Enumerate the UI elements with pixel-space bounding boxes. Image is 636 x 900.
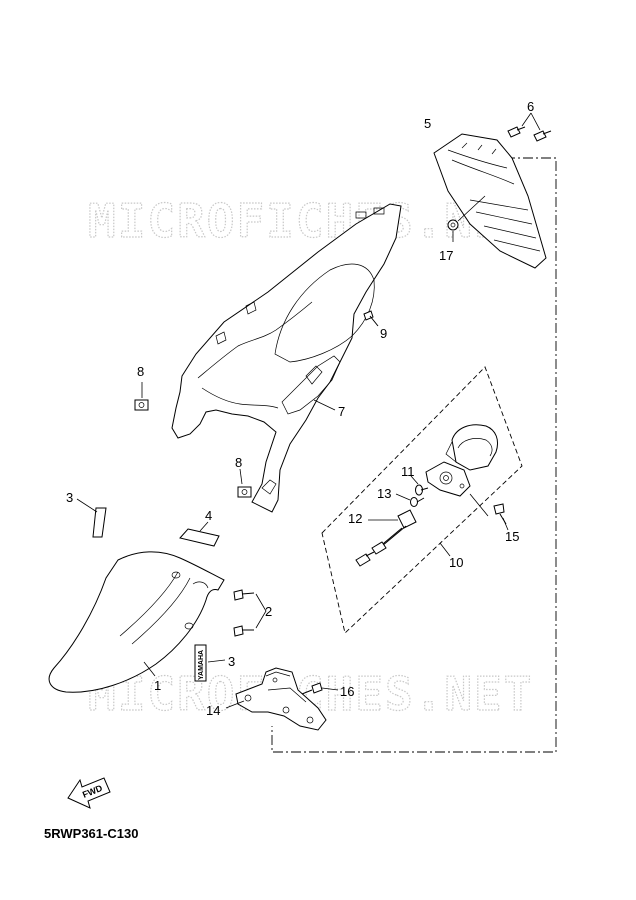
diagram-code: 5RWP361-C130 <box>44 826 139 841</box>
assembly-chain-line <box>271 157 557 753</box>
nut-part-17 <box>447 219 459 231</box>
callout-2: 2 <box>265 604 272 619</box>
screw-part-16 <box>301 682 323 695</box>
screw-part-6-a <box>507 126 526 138</box>
callout-3-top: 3 <box>66 490 73 505</box>
callout-10: 10 <box>449 555 463 570</box>
bulb-part-13 <box>410 497 425 507</box>
callout-4: 4 <box>205 508 212 523</box>
clip-part-8-a <box>134 399 149 411</box>
bulb-part-11 <box>415 484 429 496</box>
callout-7: 7 <box>338 404 345 419</box>
screw-part-2-a <box>233 589 255 601</box>
clip-part-8-b <box>237 486 252 498</box>
front-fender-part-1 <box>48 551 225 693</box>
side-cover-part-7 <box>171 203 402 513</box>
callout-14: 14 <box>206 703 220 718</box>
callout-8-top: 8 <box>137 364 144 379</box>
taillight-housing <box>445 424 499 471</box>
callout-11: 11 <box>401 464 415 479</box>
fwd-direction-arrow: FWD <box>67 777 111 809</box>
license-bracket-part-14 <box>235 667 327 731</box>
svg-text:YAMAHA: YAMAHA <box>198 650 205 680</box>
callout-5: 5 <box>424 116 431 131</box>
screw-part-6-b <box>533 130 552 142</box>
callout-9: 9 <box>380 326 387 341</box>
callout-17: 17 <box>439 248 453 263</box>
callout-16: 16 <box>340 684 354 699</box>
taillight-base-plate <box>425 461 471 497</box>
decal-part-3-logo: YAMAHA <box>194 644 207 682</box>
tail-cover-part-5 <box>433 133 547 269</box>
callout-13: 13 <box>377 486 391 501</box>
callout-15: 15 <box>505 529 519 544</box>
screw-part-9 <box>363 310 379 327</box>
callout-1: 1 <box>154 678 161 693</box>
decal-part-4 <box>179 528 220 547</box>
callout-3-bottom: 3 <box>228 654 235 669</box>
decal-part-3-strip <box>92 507 107 538</box>
callout-8-bottom: 8 <box>235 455 242 470</box>
taillight-assembly-box <box>321 366 523 634</box>
socket-cord-part-12 <box>355 509 417 567</box>
callout-6: 6 <box>527 99 534 114</box>
screw-part-2-b <box>233 625 254 637</box>
callout-12: 12 <box>348 511 362 526</box>
